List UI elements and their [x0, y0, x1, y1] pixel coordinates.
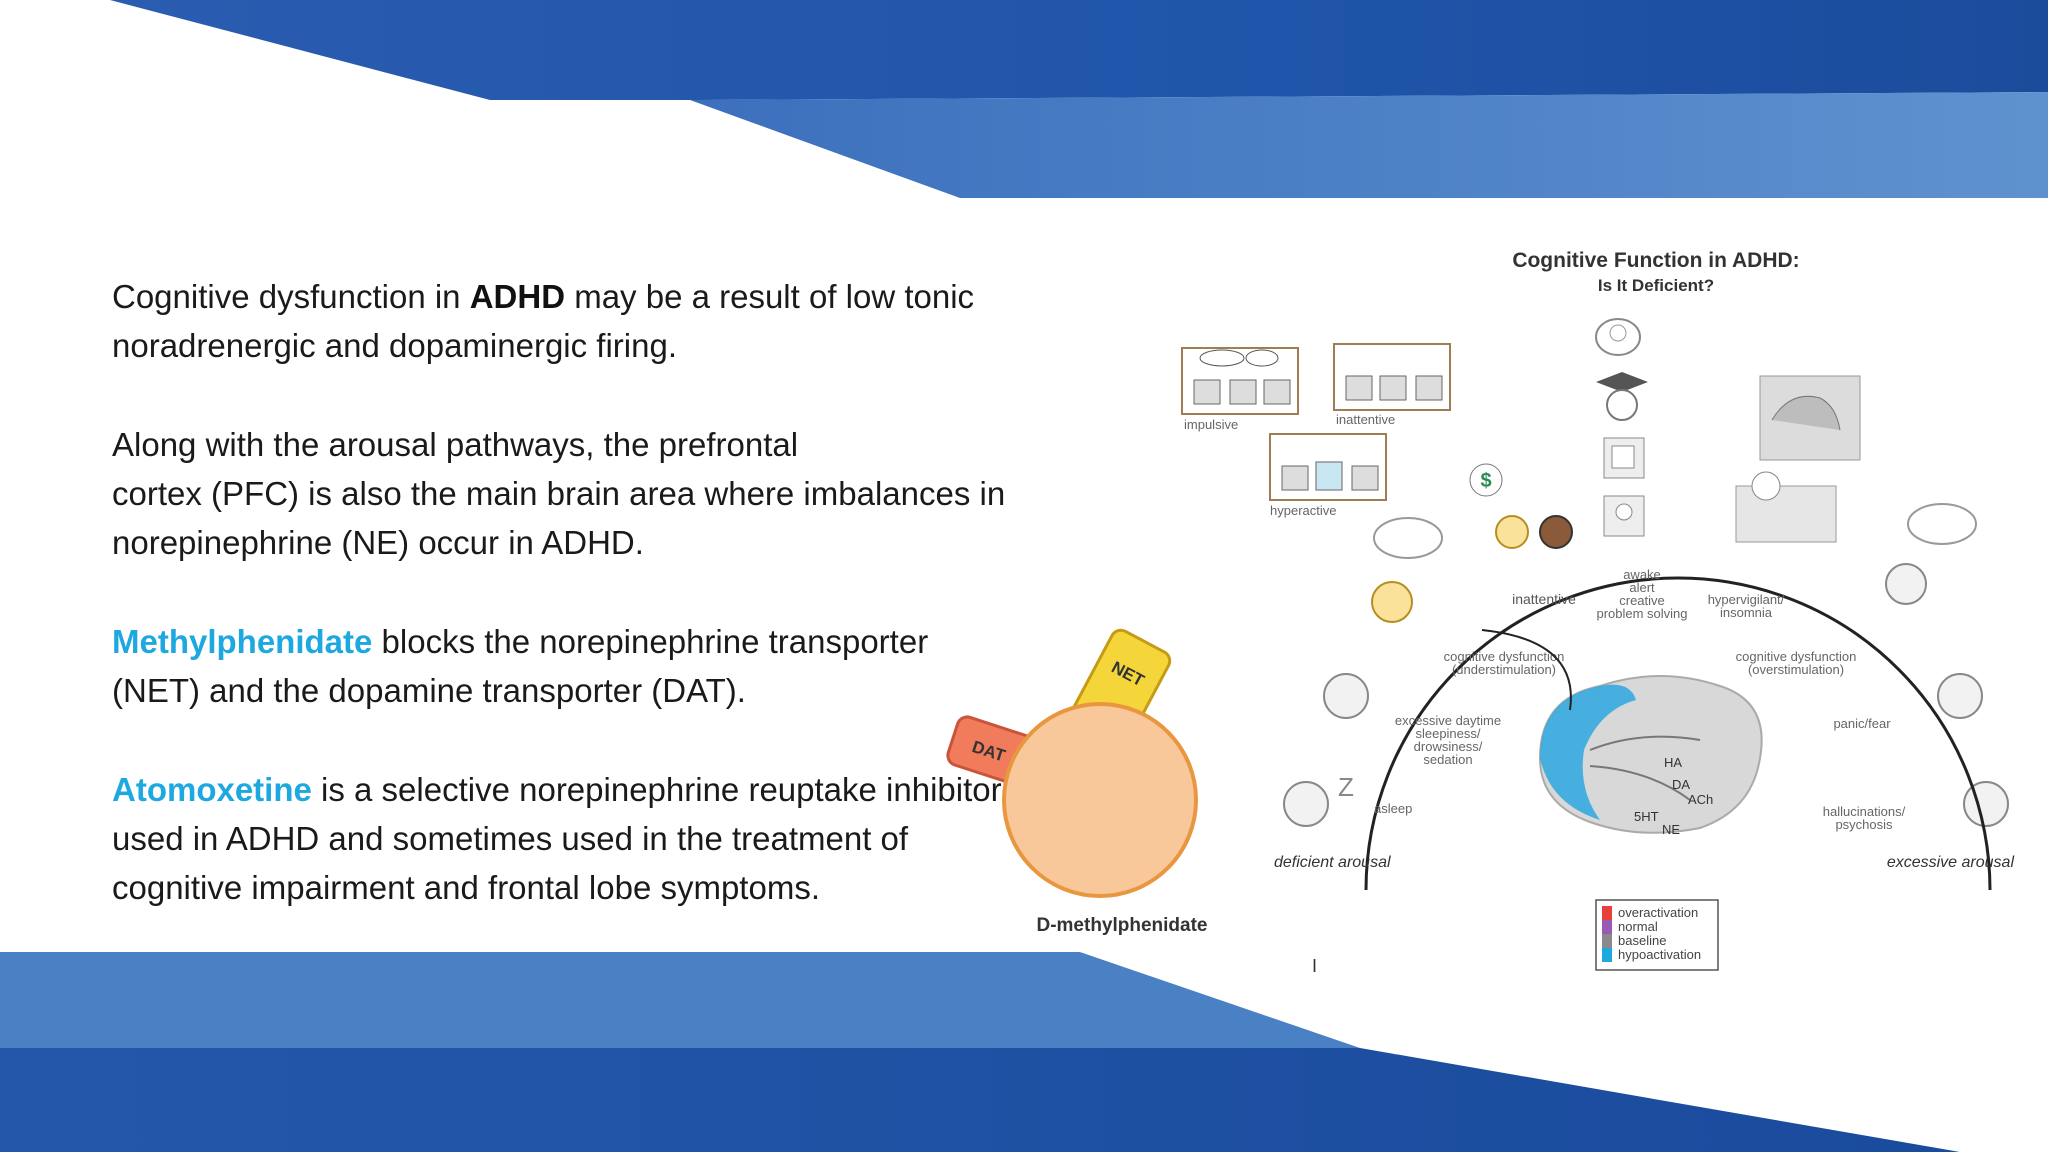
brain-label-ha: HA: [1664, 755, 1682, 770]
arc-label-sedation: sedation: [1423, 752, 1472, 767]
psychosis-face-icon: [1963, 781, 2009, 827]
insomnia-bed-icon: [1735, 471, 1837, 543]
top-band-dark: [110, 0, 2048, 100]
arc-label-hypervigilant: hypervigilant/: [1708, 592, 1785, 607]
p2-rest: cortex (PFC) is also the main brain area…: [112, 475, 1006, 561]
panel-label-impulsive: impulsive: [1184, 417, 1238, 432]
bottom-band-dark-right: [1080, 952, 2048, 1152]
cognitive-function-figure: Cognitive Function in ADHD: Is It Defici…: [1181, 249, 2015, 976]
arc-label-hallucinations: hallucinations/: [1823, 804, 1906, 819]
arc-label-asleep: asleep: [1374, 801, 1412, 816]
brain-label-ne: NE: [1662, 822, 1680, 837]
storm-cloud-right-icon: [1907, 503, 1977, 545]
dark-face-icon: [1539, 515, 1573, 549]
legend-hypoactivation: hypoactivation: [1618, 947, 1701, 962]
kid-face-left-icon: [1371, 581, 1413, 623]
arc-label-daytime: excessive daytime: [1395, 713, 1501, 728]
legend: overactivation normal baseline hypoactiv…: [1595, 899, 1719, 971]
p1-adhd: ADHD: [469, 278, 566, 315]
paragraph-2: Along with the arousal pathways, the pre…: [112, 420, 1012, 567]
money-thought-icon: $: [1469, 463, 1503, 497]
figure-title: Cognitive Function in ADHD:: [1512, 249, 1799, 272]
arc-label-sleepiness: sleepiness/: [1415, 726, 1480, 741]
tired-face-icon: [1323, 673, 1369, 719]
figure-subtitle: Is It Deficient?: [1598, 276, 1714, 295]
p1-before: Cognitive dysfunction in: [112, 278, 470, 315]
legend-baseline: baseline: [1618, 933, 1666, 948]
svg-text:Z: Z: [1338, 772, 1354, 802]
arc-label-cog-under: cognitive dysfunction: [1444, 649, 1565, 664]
arc-label-insomnia: insomnia: [1720, 605, 1773, 620]
reading-icon: [1603, 437, 1645, 479]
p2-line1: Along with the arousal pathways, the pre…: [112, 426, 799, 463]
paragraph-4: Atomoxetine is a selective norepinephrin…: [112, 765, 1012, 912]
paragraph-1: Cognitive dysfunction in ADHD may be a r…: [112, 272, 1012, 370]
arc-label-awake: awake: [1623, 567, 1661, 582]
excessive-arousal-label: excessive arousal: [1887, 854, 2015, 871]
arc-label-cog-over: cognitive dysfunction: [1736, 649, 1857, 664]
arc-label-drowsiness: drowsiness/: [1414, 739, 1483, 754]
storm-cloud-left-icon: [1373, 517, 1443, 559]
bottom-band-light: [0, 952, 1360, 1048]
panic-face-icon: [1937, 673, 1983, 719]
face-right-top-icon: [1885, 563, 1927, 605]
paragraph-3: Methylphenidate blocks the norepinephrin…: [112, 617, 1012, 715]
drug-caption: D-methylphenidate: [1036, 915, 1207, 936]
atomoxetine-highlight: Atomoxetine: [112, 771, 312, 808]
arc-label-problem-solving: problem solving: [1596, 606, 1687, 621]
brain-label-da: DA: [1672, 777, 1690, 792]
panel-hyperactive: hyperactive: [1269, 433, 1387, 518]
thinker-icon: [1603, 495, 1645, 537]
text-cursor-mark: I: [1312, 956, 1317, 976]
arc-label-inattentive: inattentive: [1512, 591, 1576, 607]
arousal-arc: [1364, 576, 1992, 891]
arc-label-psychosis: psychosis: [1835, 817, 1893, 832]
top-band-light: [690, 92, 2048, 198]
graduate-icon: [1596, 372, 1648, 421]
sleeping-face-icon: Z: [1283, 772, 1354, 827]
p3-after: blocks the norepinephrine transporter (N…: [112, 623, 929, 709]
deficient-arousal-label: deficient arousal: [1274, 854, 1391, 871]
brain-label-5ht: 5HT: [1634, 809, 1659, 824]
arc-label-alert: alert: [1629, 580, 1655, 595]
arc-label-panic: panic/fear: [1833, 716, 1891, 731]
dinosaur-scene-icon: [1759, 375, 1861, 461]
methylphenidate-diagram: NET DAT D-methylphenidate: [946, 628, 1208, 936]
lightbulb-icon: [1595, 318, 1641, 356]
bottom-band-dark: [0, 1048, 1960, 1152]
panel-inattentive: inattentive: [1333, 343, 1451, 427]
arc-label-understimulation: (understimulation): [1452, 662, 1556, 677]
legend-overactivation: overactivation: [1618, 905, 1698, 920]
p1-after: may be a result of low tonic noradrenerg…: [112, 278, 975, 364]
panel-label-hyperactive: hyperactive: [1270, 503, 1336, 518]
p4-after: is a selective norepinephrine reuptake i…: [112, 771, 1002, 906]
panel-label-inattentive: inattentive: [1336, 412, 1395, 427]
panel-impulsive: impulsive: [1181, 347, 1299, 432]
legend-normal: normal: [1618, 919, 1658, 934]
blond-face-icon: [1495, 515, 1529, 549]
methylphenidate-highlight: Methylphenidate: [112, 623, 373, 660]
brain-illustration: HA DA ACh 5HT NE: [1481, 629, 1763, 837]
brain-label-ach: ACh: [1688, 792, 1713, 807]
arc-label-overstimulation: (overstimulation): [1748, 662, 1844, 677]
arc-label-creative: creative: [1619, 593, 1665, 608]
dollar-sign: $: [1480, 470, 1491, 492]
drug-circle: [1002, 702, 1198, 898]
